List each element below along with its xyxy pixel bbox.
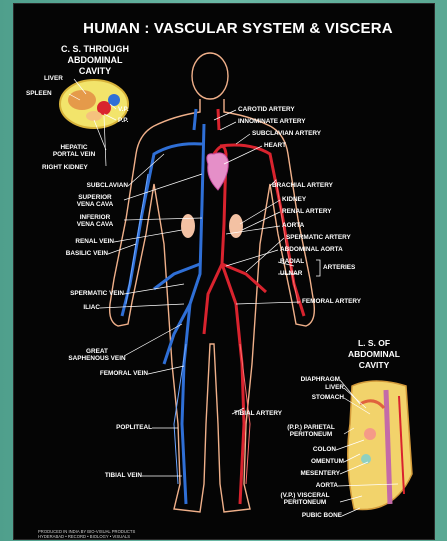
left-kidney-shape xyxy=(181,214,195,238)
anatomy-illustration xyxy=(14,4,434,539)
chart-title: HUMAN : VASCULAR SYSTEM & VISCERA xyxy=(42,20,434,37)
label-ls-parietal-peritoneum: (P.P.) PARIETAL PERITONEUM xyxy=(276,424,346,438)
label-tibial-vein: TIBIAL VEIN xyxy=(74,472,142,479)
label-femoral-artery: FEMORAL ARTERY xyxy=(302,298,361,305)
label-renal-artery: RENAL ARTERY xyxy=(282,208,331,215)
label-arteries: ARTERIES xyxy=(323,264,355,271)
label-brachial-artery: BRACHIAL ARTERY xyxy=(272,182,333,189)
label-subclavian-artery: SUBCLAVIAN ARTERY xyxy=(252,130,321,137)
diagram-panel: HUMAN : VASCULAR SYSTEM & VISCERA C. S. … xyxy=(14,4,434,539)
label-cs-vp: V.P. xyxy=(118,106,129,113)
label-abdominal-aorta: ABDOMINAL AORTA xyxy=(280,246,343,253)
label-ls-omentum: OMENTUM xyxy=(284,458,344,465)
cross-section-heading: C. S. THROUGH ABDOMINAL CAVITY xyxy=(50,44,140,77)
label-carotid-artery: CAROTID ARTERY xyxy=(238,106,295,113)
label-subclavian: SUBCLAVIAN xyxy=(54,182,128,189)
label-spermatic-vein: SPERMATIC VEIN xyxy=(28,290,124,297)
label-ls-liver: LIVER xyxy=(284,384,344,391)
label-ls-visceral-peritoneum: (V.P.) VISCERAL PERITONEUM xyxy=(270,492,340,506)
credit-line-2: HYDERABAD • RECORD • BIOLOGY • VISUALS xyxy=(38,535,135,540)
cross-section-heading-line-3: CAVITY xyxy=(50,66,140,77)
label-inferior-vena-cava: INFERIOR VENA CAVA xyxy=(66,214,124,228)
longitudinal-section-heading: L. S. OF ABDOMINAL CAVITY xyxy=(334,338,414,371)
label-kidney: KIDNEY xyxy=(282,196,306,203)
label-ulnar: ULNAR xyxy=(280,270,302,277)
longitudinal-heading-line-1: L. S. OF xyxy=(334,338,414,349)
right-kidney-shape xyxy=(229,214,243,238)
label-ls-colon: COLON xyxy=(284,446,336,453)
label-renal-vein: RENAL VEIN xyxy=(34,238,114,245)
label-hepatic-portal-vein: HEPATIC PORTAL VEIN xyxy=(42,144,106,158)
label-cs-pp: P.P. xyxy=(118,117,128,124)
cross-section-heading-line-1: C. S. THROUGH xyxy=(50,44,140,55)
label-superior-vena-cava: SUPERIOR VENA CAVA xyxy=(66,194,124,208)
label-spermatic-artery: SPERMATIC ARTERY xyxy=(286,234,351,241)
label-femoral-vein: FEMORAL VEIN xyxy=(64,370,148,377)
label-tibial-artery: TIBIAL ARTERY xyxy=(234,410,282,417)
label-cs-spleen: SPLEEN xyxy=(26,90,52,97)
label-ls-stomach: STOMACH xyxy=(276,394,344,401)
longitudinal-heading-line-2: ABDOMINAL xyxy=(334,349,414,360)
label-ls-mesentery: MESENTERY xyxy=(276,470,340,477)
label-cs-liver: LIVER xyxy=(44,75,63,82)
label-right-kidney: RIGHT KIDNEY xyxy=(42,164,88,171)
label-ls-diaphragm: DIAPHRAGM xyxy=(260,376,340,383)
label-heart: HEART xyxy=(264,142,286,149)
label-radial: RADIAL xyxy=(280,258,304,265)
label-popliteal: POPLITEAL xyxy=(74,424,152,431)
label-ls-aorta: AORTA xyxy=(284,482,338,489)
longitudinal-heading-line-3: CAVITY xyxy=(334,360,414,371)
label-great-saphenous-vein: GREAT SAPHENOUS VEIN xyxy=(64,348,130,362)
label-aorta: AORTA xyxy=(282,222,304,229)
label-ls-pubic-bone: PUBIC BONE xyxy=(276,512,342,519)
label-basilic-vein: BASILIC VEIN xyxy=(28,250,108,257)
cross-section-heading-line-2: ABDOMINAL xyxy=(50,55,140,66)
label-innominate-artery: INNOMINATE ARTERY xyxy=(238,118,306,125)
arteries-bracket xyxy=(316,260,320,276)
producer-credit: PRODUCED IN INDIA BY BIO-VISUAL PRODUCTS… xyxy=(38,530,135,539)
label-iliac: ILIAC xyxy=(54,304,100,311)
